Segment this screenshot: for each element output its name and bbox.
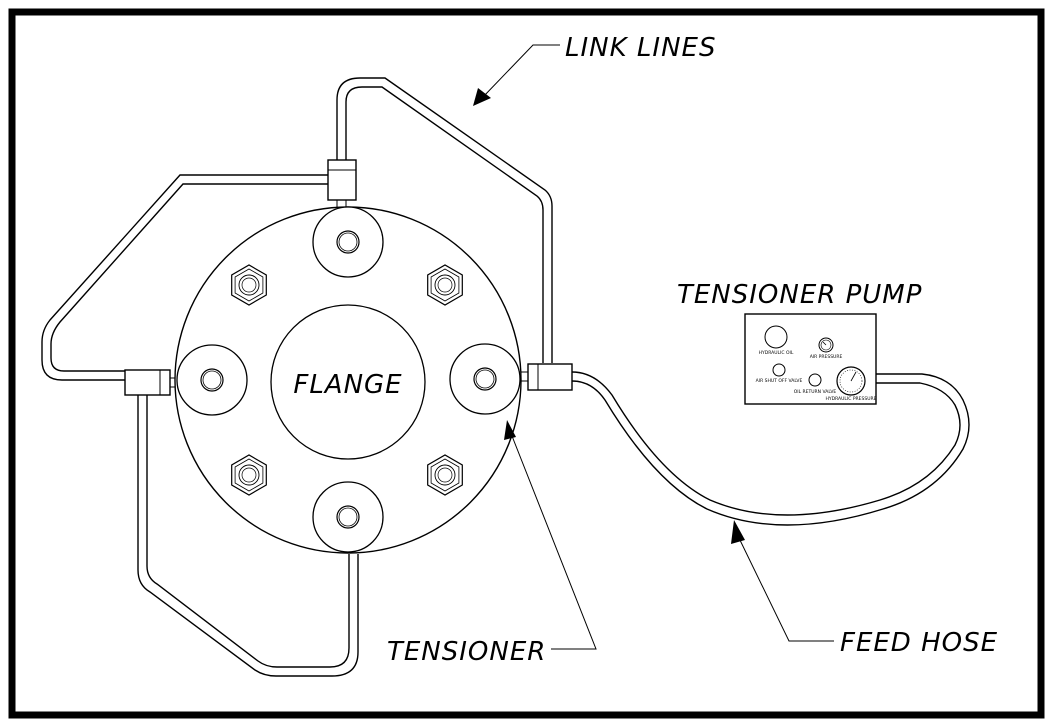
feed-hose xyxy=(571,371,970,526)
hydraulic-pressure-gauge xyxy=(836,366,866,396)
link-lines xyxy=(41,77,553,677)
oil-return-valve xyxy=(808,373,822,387)
air-pressure-label: AIR PRESSURE xyxy=(810,354,843,360)
tensioner-arrow xyxy=(504,420,516,440)
annotations: LINK LINES TENSIONER PUMP TENSIONER FEED… xyxy=(387,33,998,667)
air-shut-off-label: AIR SHUT OFF VALVE xyxy=(756,378,803,384)
hydraulic-oil-label: HYDRAULIC OIL xyxy=(759,350,794,356)
tensioner-nut xyxy=(312,481,384,553)
hydraulic-pressure-label: HYDRAULIC PRESSURE xyxy=(826,396,877,402)
coupler-left xyxy=(124,369,171,396)
oil-return-label: OIL RETURN VALVE xyxy=(794,389,837,395)
tensioner-nut xyxy=(176,344,248,416)
flange-center xyxy=(270,304,426,460)
air-shut-off-valve xyxy=(772,363,786,377)
hydraulic-oil-gauge xyxy=(764,325,788,349)
tensioner-pump-label: TENSIONER PUMP xyxy=(677,280,922,310)
air-pressure-gauge xyxy=(818,337,834,353)
pump-panel xyxy=(744,313,877,405)
hex-bolts xyxy=(231,264,463,496)
hex-bolt xyxy=(427,454,463,496)
tensioner-nut xyxy=(312,206,384,278)
coupler-right xyxy=(527,363,573,391)
couplers xyxy=(124,159,573,396)
link-lines-arrow xyxy=(473,88,491,106)
coupler-top xyxy=(327,159,357,201)
link-lines-label: LINK LINES xyxy=(565,33,716,63)
tensioner-nut xyxy=(449,343,521,415)
flange-label: FLANGE xyxy=(293,370,402,400)
tensioner-pump: HYDRAULIC OIL AIR PRESSURE AIR SHUT OFF … xyxy=(744,313,877,405)
feed-hose-arrow xyxy=(731,520,745,544)
feed-hose-label: FEED HOSE xyxy=(840,628,998,658)
hex-bolt xyxy=(231,454,267,496)
drawing-frame xyxy=(8,8,1045,719)
tensioner-nuts xyxy=(176,206,521,553)
hex-bolt xyxy=(427,264,463,306)
hex-bolt xyxy=(231,264,267,306)
tensioner-label: TENSIONER xyxy=(387,637,546,667)
